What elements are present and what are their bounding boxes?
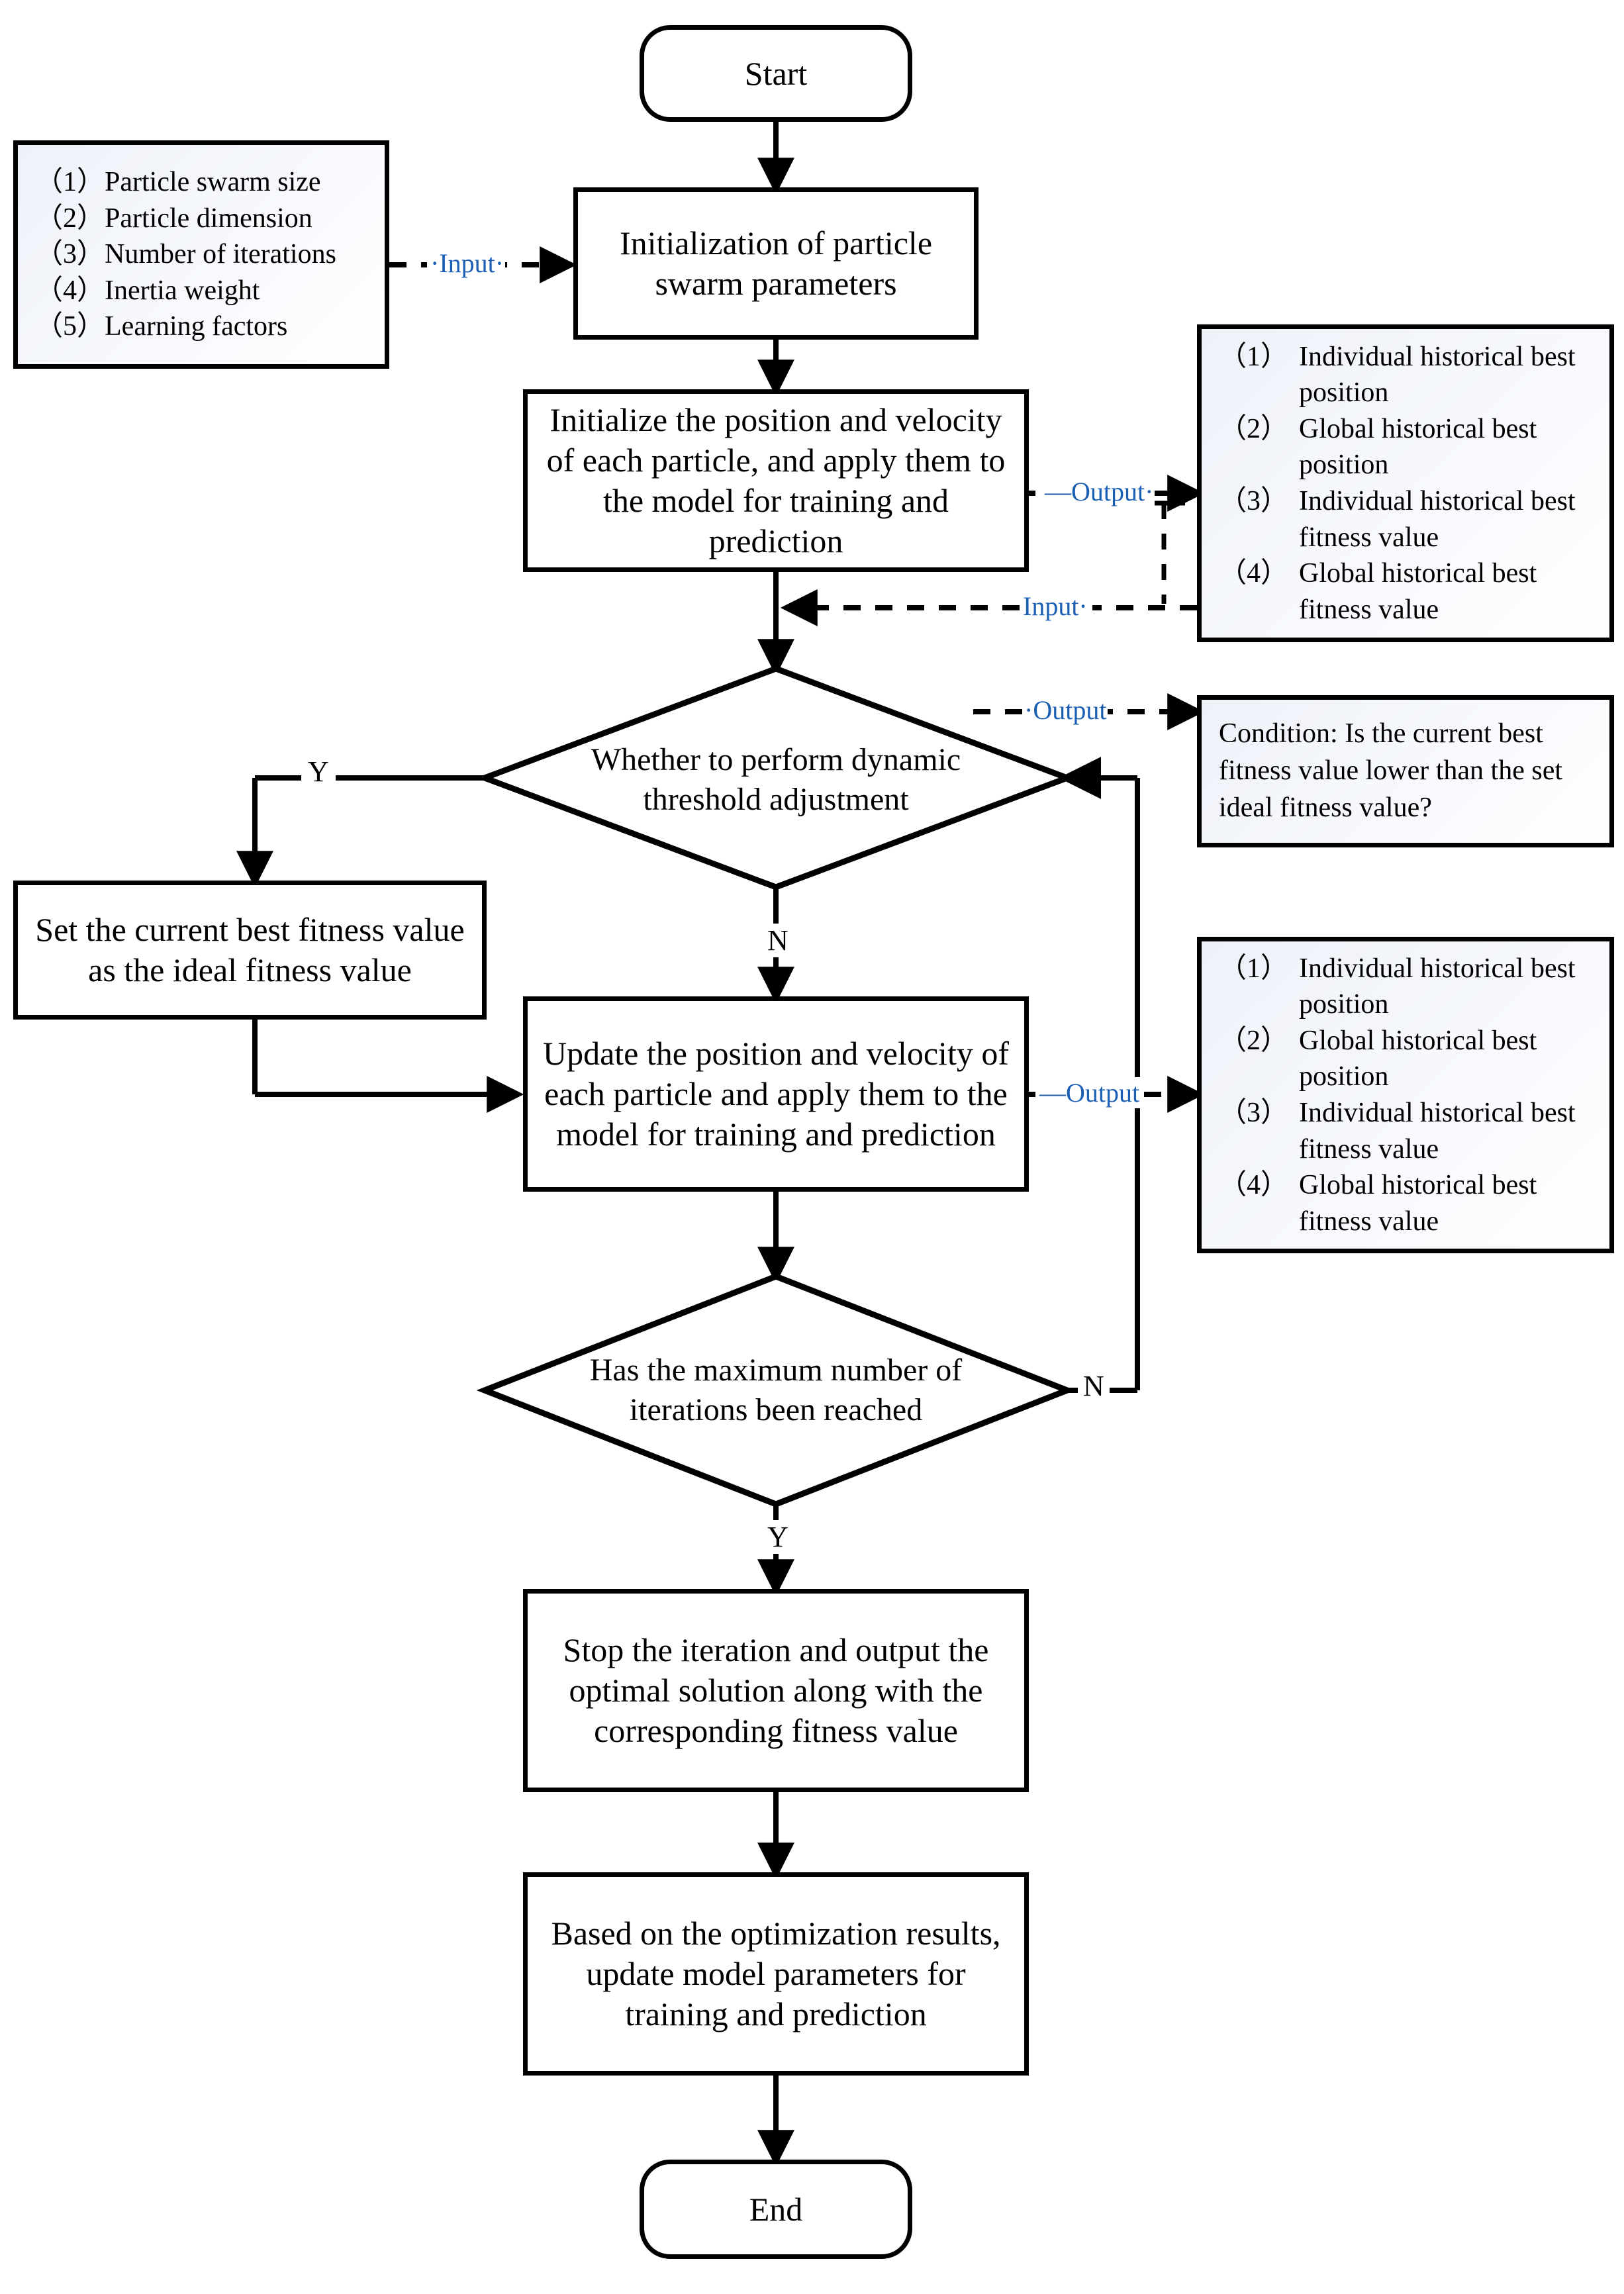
node-update-model-parameters[interactable]: Based on the optimization results, updat… — [523, 1872, 1029, 2076]
node-init-params-label: Initialization of particle swarm paramet… — [619, 224, 933, 302]
list-item: （2）Global historical best position — [1219, 1025, 1537, 1092]
list-item: （4）Global historical best fitness value — [1219, 558, 1537, 625]
note-input-parameters[interactable]: （1）Particle swarm size （2）Particle dimen… — [13, 140, 389, 369]
node-stop-output-label: Stop the iteration and output the optima… — [563, 1631, 989, 1749]
note-output-top[interactable]: （1）Individual historical best position （… — [1197, 324, 1614, 642]
edge-label-input-back-to-flow: Input· — [1022, 591, 1089, 622]
output-top-list: （1）Individual historical best position （… — [1219, 339, 1592, 628]
edge-label-output-to-condition: ·Output — [1023, 694, 1108, 726]
branch-label-no-threshold: N — [762, 924, 794, 957]
edge-label-output-from-update: —Output — [1038, 1077, 1141, 1108]
edge-label-input-to-initialization: ·Input· — [429, 248, 506, 279]
branch-label-yes-max-iter: Y — [762, 1520, 794, 1554]
list-item: （2）Global historical best position — [1219, 413, 1537, 481]
list-item: （4）Global historical best fitness value — [1219, 1170, 1537, 1237]
list-item: （3）Individual historical best fitness va… — [1219, 486, 1576, 553]
node-initialize-position-and-velocity[interactable]: Initialize the position and velocity of … — [523, 389, 1029, 572]
branch-label-yes-threshold: Y — [301, 755, 336, 789]
node-set-ideal-label: Set the current best fitness value as th… — [35, 911, 465, 988]
note-output-bottom[interactable]: （1）Individual historical best position （… — [1197, 937, 1614, 1253]
edge-label-output-from-initialize: —Output· — [1043, 476, 1155, 507]
list-item: （1）Particle swarm size — [35, 167, 321, 198]
node-update-model-label: Based on the optimization results, updat… — [551, 1915, 1001, 2032]
list-item: （3）Number of iterations — [35, 239, 336, 270]
list-item: （3）Individual historical best fitness va… — [1219, 1098, 1576, 1165]
node-stop-iteration-output-optimal[interactable]: Stop the iteration and output the optima… — [523, 1589, 1029, 1792]
list-item: （1）Individual historical best position — [1219, 953, 1576, 1020]
decision-threshold-shape — [476, 665, 1076, 890]
node-initialization-of-particle-swarm-parameters[interactable]: Initialization of particle swarm paramet… — [573, 187, 979, 340]
node-start-label: Start — [744, 55, 808, 92]
node-end[interactable]: End — [640, 2160, 912, 2259]
output-bottom-list: （1）Individual historical best position （… — [1219, 951, 1592, 1240]
input-parameters-list: （1）Particle swarm size （2）Particle dimen… — [35, 164, 367, 345]
list-item: （1）Individual historical best position — [1219, 341, 1576, 408]
node-start[interactable]: Start — [640, 25, 912, 122]
note-condition[interactable]: Condition: Is the current best fitness v… — [1197, 695, 1614, 847]
list-item: （5）Learning factors — [35, 311, 288, 342]
branch-label-no-max-iter: N — [1078, 1369, 1110, 1403]
node-update-pos-vel-label: Update the position and velocity of each… — [542, 1035, 1009, 1153]
list-item: （4）Inertia weight — [35, 275, 260, 306]
decision-max-iter-shape — [476, 1273, 1076, 1507]
node-update-position-and-velocity[interactable]: Update the position and velocity of each… — [523, 996, 1029, 1192]
node-set-current-best-as-ideal[interactable]: Set the current best fitness value as th… — [13, 881, 487, 1020]
condition-text: Condition: Is the current best fitness v… — [1219, 718, 1563, 823]
node-end-label: End — [749, 2191, 803, 2228]
list-item: （2）Particle dimension — [35, 203, 312, 234]
node-init-pos-vel-label: Initialize the position and velocity of … — [546, 401, 1006, 559]
